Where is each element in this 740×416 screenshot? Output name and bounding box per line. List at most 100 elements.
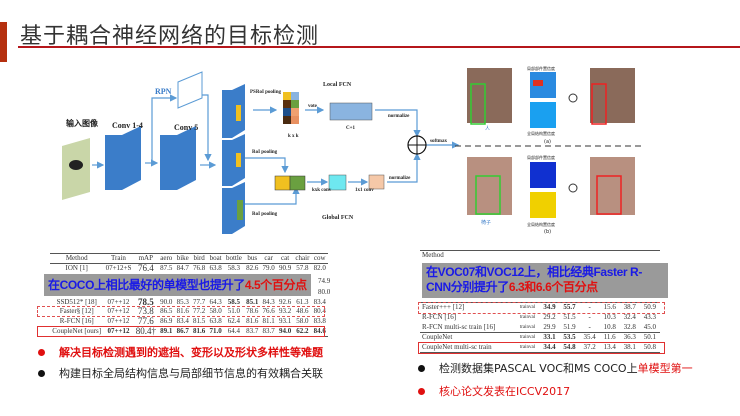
table-cell: 10.3	[603, 313, 616, 321]
col-header: car	[264, 254, 273, 262]
table-cell: 07++12	[107, 317, 130, 325]
col-header: bird	[193, 254, 205, 262]
bullet-dot-icon	[38, 369, 45, 377]
bullet-item: 构建目标全局结构信息与局部细节信息的有效耦合关联	[38, 365, 323, 381]
table-cell: 15.6	[603, 303, 616, 312]
bullet-text: 检测数据集PASCAL VOC和MS COCO上	[439, 362, 638, 375]
table-cell: 90.0	[160, 297, 173, 306]
couplenet-architecture-diagram: 输入图像 Conv 1-4 Conv 5 RPN PSRoI pooling R…	[62, 71, 460, 234]
table-cell: 77.7	[193, 297, 206, 306]
example-a-output	[590, 68, 635, 123]
example-a-input	[467, 68, 512, 123]
table-cell: 83.8	[313, 317, 326, 325]
table-cell: 38.1	[623, 342, 636, 351]
table-cell: 50.8	[643, 342, 657, 351]
detection-examples: 局部部件置信度 全局结构置信度 局部部件置信度 全局结构置信度 人 椅子 (a)…	[455, 65, 645, 235]
table-cell: 43.3	[643, 313, 657, 321]
table-cell: 76.8	[193, 264, 206, 273]
kxk-conv-label: kxk conv	[312, 188, 332, 193]
table-cell: 29.9	[543, 322, 556, 331]
col-header: aero	[160, 254, 173, 262]
table-cell: 55.7	[563, 303, 576, 312]
normalize-label: normalize	[388, 114, 410, 119]
table-cell: 81.1	[262, 317, 275, 325]
accent-bar	[0, 22, 7, 62]
roi-pooling-label: RoI pooling	[252, 150, 278, 155]
table-cell: 51.9	[563, 322, 576, 331]
table-cell: 83.4	[176, 317, 189, 325]
coco-overlay-callout: 在COCO上相比最好的单模型也提升了4.5个百分点	[44, 274, 311, 296]
col-header: bus	[247, 254, 258, 262]
faster-row-dashed-box	[418, 302, 665, 314]
table-cell: 83.7	[262, 326, 275, 335]
example-b-input	[467, 157, 512, 215]
table-cell: 34.9	[543, 303, 556, 312]
table-cell: 94.0	[278, 326, 292, 335]
bullet-text: 解决目标检测遇到的遮挡、变形以及形状多样性等难题	[59, 346, 323, 359]
table-cell: 83.7	[246, 326, 259, 335]
table-cell: 93.2	[278, 307, 292, 315]
table-cell: 81.6	[246, 317, 259, 325]
table-cell: 92.6	[278, 297, 292, 306]
global-fcn-label: Global FCN	[322, 215, 354, 221]
conv5-label: Conv 5	[174, 123, 198, 132]
table-cell: 36.3	[623, 333, 636, 342]
normalize-label-2: normalize	[389, 176, 411, 181]
table-cell: 93.1	[278, 317, 292, 325]
table-cell: 33.1	[543, 333, 556, 342]
psroi-grid	[283, 92, 299, 124]
table-cell: 07++12	[107, 297, 130, 306]
table-cell: CoupleNet [ours]	[52, 326, 102, 335]
table-cell: 51.0	[227, 307, 241, 315]
table-cell: 62.4	[227, 317, 241, 325]
table-cell: 58.5	[227, 297, 241, 306]
table-cell: 77.2	[193, 307, 206, 315]
table-cell: trainval	[519, 344, 536, 350]
callout-text: 在VOC07和VOC12上，相比经典Faster R-CNN分别提升了	[426, 265, 642, 294]
table-cell: 50.9	[643, 303, 657, 312]
table-cell: 82.0	[313, 264, 326, 273]
bullet-dot-icon	[418, 387, 425, 395]
table-cell: 58.0	[209, 307, 222, 315]
partial-value: 74.9	[318, 277, 331, 285]
table-cell: 37.2	[583, 342, 596, 351]
table-cell: trainval	[519, 324, 536, 330]
table-cell: 07++12	[107, 326, 130, 335]
table-cell: 48.6	[296, 307, 309, 315]
table-cell: 62.2	[296, 326, 309, 335]
table-cell: 78.5	[137, 296, 154, 307]
global-confidence-label-b: 全局结构置信度	[527, 221, 555, 227]
table-cell: 84.6	[313, 326, 326, 335]
table-cell: 38.7	[623, 303, 636, 312]
col-header: Method	[422, 251, 444, 259]
psroi-label: PSRoI pooling	[250, 90, 281, 95]
table-cell: 79.0	[262, 264, 275, 273]
table-cell: 51.5	[563, 313, 576, 321]
table-cell: 13.4	[603, 342, 616, 351]
bullet-item: 核心论文发表在ICCV2017	[418, 383, 693, 399]
col-header: mAP	[138, 254, 154, 262]
table-cell: 32.4	[623, 313, 636, 321]
global-confidence-label: 全局结构置信度	[527, 130, 555, 136]
table-cell: trainval	[519, 315, 536, 320]
conv1x1-label: 1x1 conv	[355, 188, 374, 193]
table-cell: 80.4	[313, 307, 326, 315]
table-cell: 85.1	[246, 297, 259, 306]
table-cell: 86.9	[160, 317, 173, 325]
table-cell: 35.4	[583, 333, 596, 342]
table-cell: 50.1	[643, 333, 657, 342]
bullet-item: 检测数据集PASCAL VOC和MS COCO上单模型第一	[418, 360, 693, 376]
partial-values: 74.9 80.0	[318, 276, 330, 298]
col-header: chair	[295, 254, 310, 262]
example-b-caption: (b)	[544, 229, 551, 235]
roi-pooling-label-2: RoI pooling	[252, 212, 278, 217]
table-cell: ION [1]	[65, 264, 88, 273]
table-cell: R-FCN [16]	[422, 313, 457, 321]
